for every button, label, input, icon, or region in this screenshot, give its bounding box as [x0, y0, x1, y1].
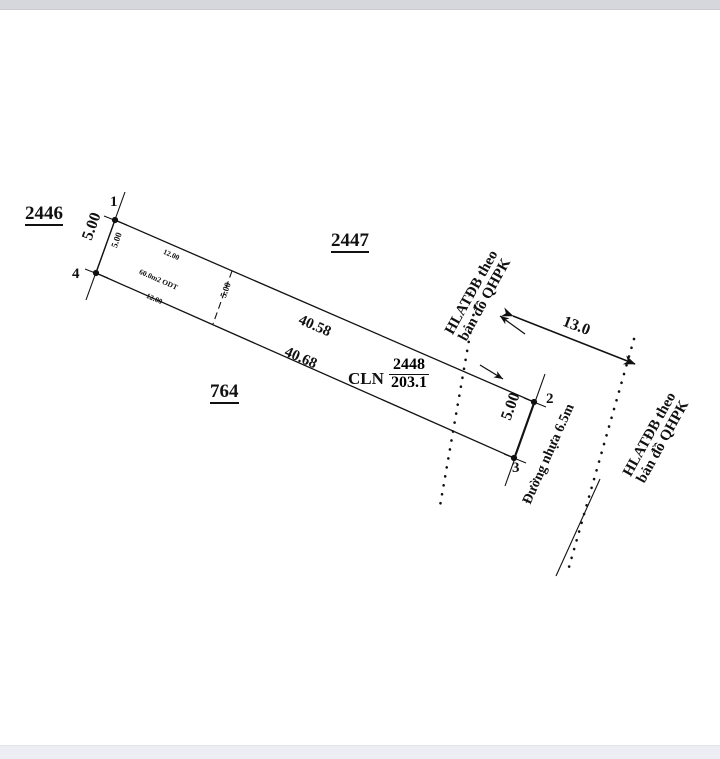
window-bottom-bar [0, 745, 720, 759]
parcel-number-area-fraction: 2448 203.1 [389, 356, 429, 392]
parcel-edge-2-3 [513, 401, 535, 459]
landuse-code-label: CLN [348, 369, 384, 388]
parcel-edge-3-4 [95, 272, 515, 459]
setback-pointer-arrow-lower [479, 364, 504, 380]
subparcel-divider-dashed [212, 270, 233, 325]
parcel-vector-drawing [84, 191, 636, 577]
vertex-label-1: 1 [110, 194, 118, 210]
boundary-extensions-group [85, 191, 546, 487]
setback-dotted-line-right [565, 337, 636, 576]
road-edge-line [555, 478, 601, 577]
parcel-number-numerator: 2448 [389, 356, 429, 375]
setback-measure-arrow-13 [500, 307, 636, 365]
tick-top-left [103, 215, 128, 226]
parcel-edge-1-2 [114, 219, 535, 403]
parcel-label-2447: 2447 [331, 230, 369, 253]
setback-dotted-line-right-group [565, 337, 636, 576]
vertex-label-2: 2 [546, 391, 554, 407]
right-dimension-ticks [503, 397, 547, 464]
setback-pointer-arrow-upper [499, 315, 526, 335]
drawing-canvas: 2446 2447 764 1 2 3 4 5.00 5.00 5.00 5.0… [0, 9, 720, 745]
vertex-label-3: 3 [512, 460, 520, 476]
tick-bottom-right [503, 453, 527, 464]
subparcel-divider-group [212, 270, 233, 325]
parcel-label-764: 764 [210, 381, 239, 404]
parcel-area-denominator: 203.1 [391, 373, 427, 391]
left-dimension-ticks [84, 215, 128, 279]
window-top-bar [0, 0, 720, 10]
parcel-label-2446: 2446 [25, 203, 63, 226]
tick-top-right [523, 397, 547, 408]
vertex-label-4: 4 [72, 266, 80, 282]
extension-line-right [504, 373, 546, 487]
tick-bottom-left [84, 268, 109, 279]
extension-line-left [85, 191, 126, 301]
